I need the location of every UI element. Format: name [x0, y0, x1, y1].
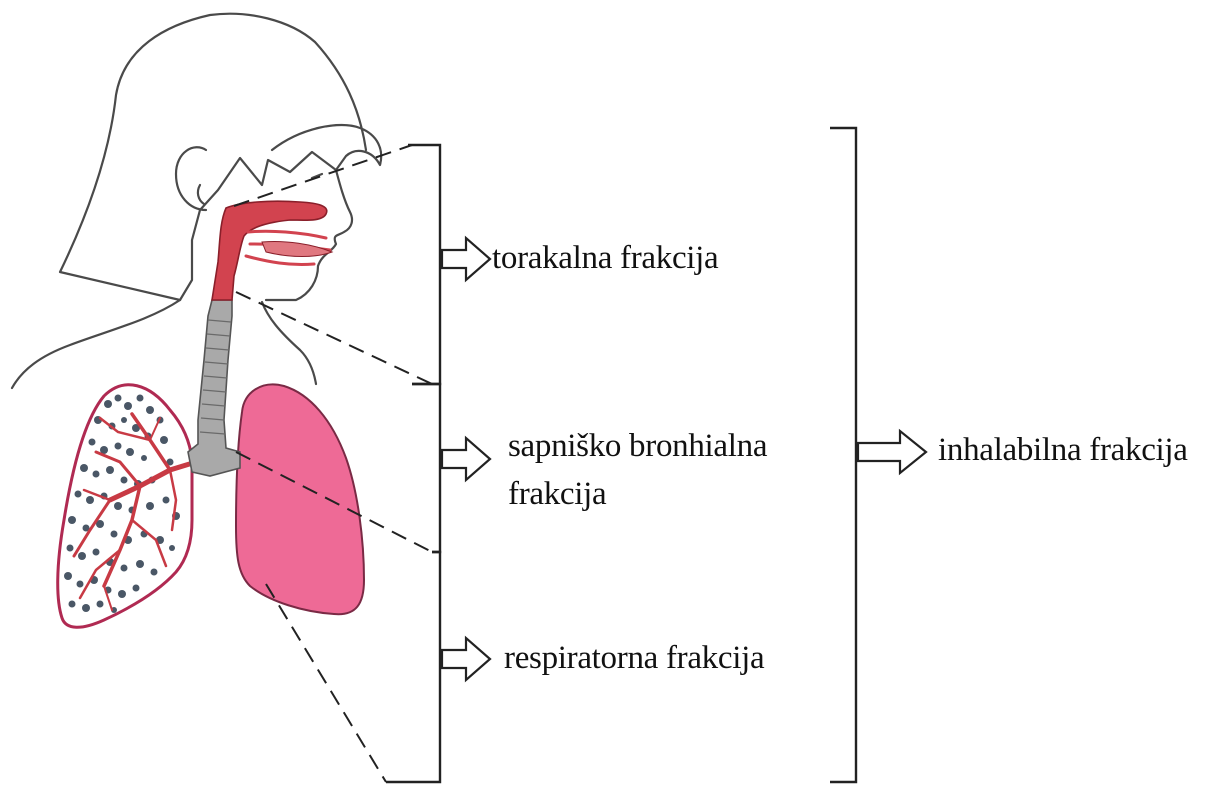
person-outline: [12, 14, 381, 388]
leader-line-upper-top: [234, 145, 412, 206]
arrow-thoracic-icon: [442, 238, 490, 280]
shoulder-outline: [12, 300, 180, 388]
label-thoracic-fraction: torakalna frakcija: [492, 238, 718, 278]
arrow-inhalable-icon: [858, 431, 926, 473]
ear-inner: [198, 185, 204, 204]
bracket-upper: [408, 145, 440, 384]
lung-right-pink: [236, 384, 364, 614]
label-inhalable-fraction: inhalabilna frakcija: [938, 430, 1188, 470]
bracket-middle: [412, 384, 440, 552]
label-respiratory-fraction: respiratorna frakcija: [504, 638, 764, 678]
bracket-lower: [386, 552, 440, 782]
label-tracheobronchial-line2: frakcija: [508, 474, 606, 514]
arrow-tracheobronchial-icon: [442, 438, 490, 480]
outer-bracket: [830, 128, 856, 782]
label-tracheobronchial-line1: sapniško bronhialna: [508, 426, 767, 466]
arrow-respiratory-icon: [442, 638, 490, 680]
neck-outline: [262, 302, 316, 384]
leader-line-upper-bottom: [236, 292, 432, 384]
trachea: [188, 300, 240, 476]
tongue: [262, 241, 332, 256]
inner-brackets: [386, 145, 440, 782]
